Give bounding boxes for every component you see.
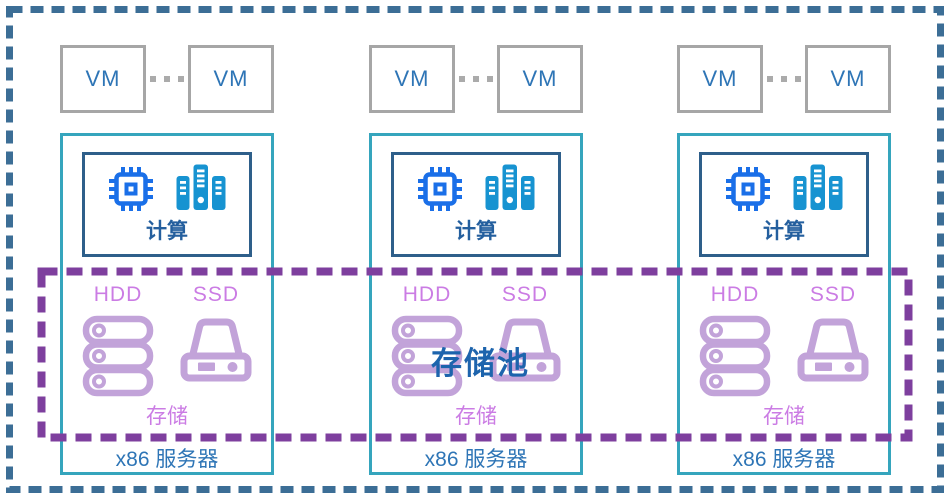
compute-label: 计算	[146, 220, 188, 243]
cpu-chip-icon	[418, 167, 462, 211]
compute-box: 计算	[391, 152, 561, 257]
vm-row: VM VM	[677, 45, 891, 113]
vm-row: VM VM	[369, 45, 583, 113]
vm-box: VM	[677, 45, 763, 113]
hdd-label: HDD	[402, 283, 452, 306]
compute-box: 计算	[699, 152, 869, 257]
vm-label: VM	[522, 66, 558, 91]
vm-box: VM	[805, 45, 891, 113]
storage-label: 存储	[146, 405, 188, 428]
vm-ellipsis-icon	[767, 45, 801, 113]
vm-label: VM	[830, 66, 866, 91]
ssd-drive-icon	[180, 318, 252, 382]
vm-box: VM	[497, 45, 583, 113]
server-name-label: x86 服务器	[424, 448, 528, 471]
vm-box: VM	[188, 45, 274, 113]
server-node-2: VM VM	[369, 45, 583, 475]
hdd-label: HDD	[93, 283, 143, 306]
storage-label: 存储	[455, 405, 497, 428]
hdd-stack-icon	[82, 315, 154, 397]
cpu-chip-icon	[109, 167, 153, 211]
ssd-drive-icon	[797, 318, 869, 382]
server-box: 计算 HDD SSD	[677, 133, 891, 475]
storage-area: HDD SSD	[69, 283, 265, 398]
vm-label: VM	[85, 66, 121, 91]
storage-pool-label: 存储池	[431, 346, 530, 381]
vm-label: VM	[702, 66, 738, 91]
server-node-3: VM VM	[677, 45, 891, 475]
storage-label: 存储	[763, 405, 805, 428]
server-name-label: x86 服务器	[115, 448, 219, 471]
vm-label: VM	[394, 66, 430, 91]
ssd-label: SSD	[192, 283, 240, 306]
vm-box: VM	[60, 45, 146, 113]
hdd-stack-icon	[699, 315, 771, 397]
hdd-label: HDD	[710, 283, 760, 306]
server-rack-icon	[485, 164, 535, 210]
server-rack-icon	[176, 164, 226, 210]
server-box: 计算 HDD SSD	[369, 133, 583, 475]
compute-box: 计算	[82, 152, 252, 257]
compute-label: 计算	[455, 220, 497, 243]
server-name-label: x86 服务器	[732, 448, 836, 471]
vm-label: VM	[213, 66, 249, 91]
vm-ellipsis-icon	[150, 45, 184, 113]
vm-box: VM	[369, 45, 455, 113]
server-node-1: VM VM	[60, 45, 274, 475]
ssd-label: SSD	[501, 283, 549, 306]
storage-area: HDD SSD	[686, 283, 882, 398]
vm-row: VM VM	[60, 45, 274, 113]
ssd-label: SSD	[809, 283, 857, 306]
cpu-chip-icon	[726, 167, 770, 211]
compute-label: 计算	[763, 220, 805, 243]
vm-ellipsis-icon	[459, 45, 493, 113]
server-rack-icon	[793, 164, 843, 210]
server-box: 计算 HDD SSD	[60, 133, 274, 475]
